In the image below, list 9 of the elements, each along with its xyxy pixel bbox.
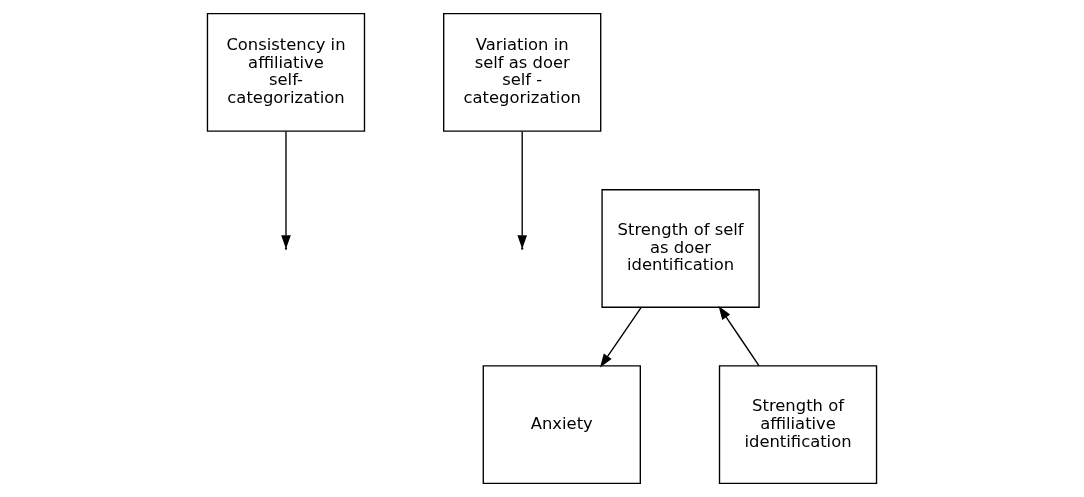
- arrow: [718, 305, 760, 367]
- node-box: Consistency in affiliative self-categorization: [206, 12, 366, 132]
- node-box: Strength of self as doer identification: [601, 189, 760, 308]
- arrow: [517, 130, 527, 249]
- node-box: Anxiety: [482, 365, 641, 485]
- arrow: [600, 306, 642, 368]
- node-box: Variation in self as doer self - categorization: [443, 12, 602, 132]
- node-box: Strength of affiliative identification: [718, 365, 878, 485]
- arrow: [281, 130, 291, 249]
